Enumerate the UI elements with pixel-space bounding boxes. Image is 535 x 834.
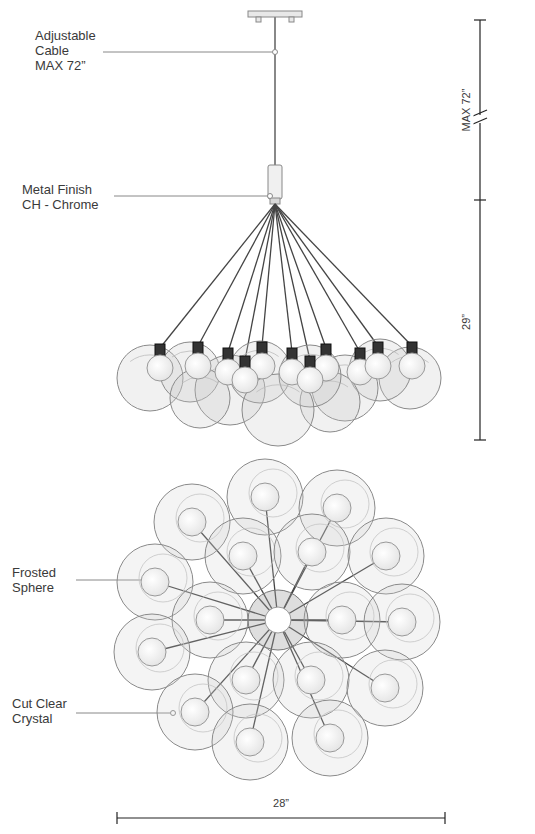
cable bbox=[275, 204, 310, 360]
frosted-sphere bbox=[328, 606, 356, 634]
plan-view bbox=[114, 459, 440, 780]
crystal-cut bbox=[230, 652, 278, 700]
clear-crystal bbox=[212, 704, 288, 780]
crystal-cut bbox=[314, 710, 362, 758]
dimension-lines bbox=[117, 20, 487, 824]
crystal-cut bbox=[386, 594, 434, 642]
clear-crystal bbox=[348, 518, 424, 594]
clear-crystal bbox=[292, 700, 368, 776]
part-label: Cut Clear Crystal bbox=[12, 696, 74, 726]
elevation-view bbox=[117, 204, 441, 446]
cable bbox=[262, 204, 275, 346]
crystal-cut bbox=[234, 714, 282, 762]
frosted-sphere bbox=[181, 698, 209, 726]
socket bbox=[257, 342, 267, 354]
clear-crystal bbox=[274, 514, 350, 590]
frosted-sphere bbox=[365, 353, 391, 379]
dimension-label: 28” bbox=[273, 796, 289, 811]
frosted-sphere bbox=[388, 608, 416, 636]
socket bbox=[155, 344, 165, 356]
ceiling-canopy bbox=[248, 11, 302, 204]
socket bbox=[287, 348, 297, 360]
frosted-sphere bbox=[371, 674, 399, 702]
frosted-sphere bbox=[141, 568, 169, 596]
cable bbox=[160, 204, 275, 348]
cable bbox=[275, 204, 326, 348]
crystal-cut bbox=[296, 524, 344, 572]
socket bbox=[407, 342, 417, 354]
frosted-sphere bbox=[399, 353, 425, 379]
frosted-sphere bbox=[229, 542, 257, 570]
crystal-cut bbox=[136, 624, 184, 672]
hub-cap bbox=[265, 607, 291, 633]
cable bbox=[245, 204, 275, 360]
socket bbox=[193, 342, 203, 354]
cable bbox=[275, 204, 412, 346]
frosted-sphere bbox=[236, 728, 264, 756]
socket bbox=[305, 356, 315, 368]
crystal-cut bbox=[227, 528, 275, 576]
frosted-sphere bbox=[196, 606, 224, 634]
crystal-cut bbox=[295, 652, 343, 700]
crystal-cut bbox=[194, 592, 242, 640]
frosted-sphere bbox=[316, 724, 344, 752]
frosted-sphere bbox=[297, 367, 323, 393]
part-label: Adjustable Cable MAX 72” bbox=[35, 28, 99, 73]
frosted-sphere bbox=[323, 494, 351, 522]
frosted-sphere bbox=[297, 666, 325, 694]
socket bbox=[321, 344, 331, 356]
frosted-sphere bbox=[372, 542, 400, 570]
frosted-sphere bbox=[251, 483, 279, 511]
part-label: Metal Finish CH - Chrome bbox=[22, 182, 114, 212]
clear-crystal bbox=[364, 584, 440, 660]
frosted-sphere bbox=[232, 367, 258, 393]
hub bbox=[248, 590, 308, 650]
frosted-sphere bbox=[298, 538, 326, 566]
dimension-label: 29” bbox=[459, 312, 474, 332]
leader-lines bbox=[76, 50, 278, 716]
crystal-cut bbox=[369, 660, 417, 708]
crystal-cut bbox=[139, 554, 187, 602]
cable bbox=[228, 204, 275, 352]
socket bbox=[240, 356, 250, 368]
dimension-label: MAX 72” bbox=[459, 87, 474, 134]
socket bbox=[223, 348, 233, 360]
socket bbox=[373, 342, 383, 354]
crystal-cut bbox=[249, 469, 297, 517]
frosted-sphere bbox=[147, 355, 173, 381]
crystal-cut bbox=[370, 528, 418, 576]
part-label: Frosted Sphere bbox=[12, 565, 74, 595]
crystal-cut bbox=[256, 385, 299, 392]
frosted-sphere bbox=[232, 666, 260, 694]
frosted-sphere bbox=[185, 353, 211, 379]
frosted-sphere bbox=[178, 508, 206, 536]
frosted-sphere bbox=[138, 638, 166, 666]
socket bbox=[355, 348, 365, 360]
